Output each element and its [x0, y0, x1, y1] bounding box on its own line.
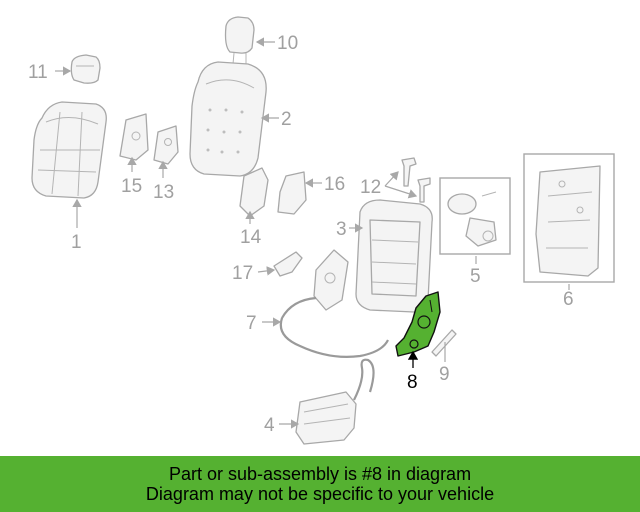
part-12-guides	[401, 157, 431, 203]
part-16-trim	[277, 171, 307, 215]
callout-1: 1	[71, 232, 82, 253]
part-2-seat-pad	[189, 61, 267, 177]
callout-14: 14	[240, 227, 262, 248]
part-3-frame	[355, 199, 433, 313]
part-1-seat-cover	[31, 101, 107, 199]
callout-11: 11	[28, 62, 48, 83]
banner-line-1: Part or sub-assembly is #8 in diagram	[168, 464, 472, 484]
callout-12: 12	[360, 177, 381, 198]
part-11-headrest	[70, 54, 101, 84]
part-13-bracket	[153, 125, 179, 165]
part-10-headrest	[224, 16, 255, 65]
callout-2: 2	[281, 109, 292, 130]
callout-10: 10	[277, 33, 298, 54]
part-8-recliner-highlighted	[395, 291, 441, 357]
callout-15: 15	[121, 176, 142, 197]
callout-17: 17	[232, 263, 253, 284]
callout-13: 13	[153, 182, 174, 203]
part-5-motor-inset	[439, 177, 511, 255]
parts-diagram: 11 1 10 2 15 13 14 16 12 3 17 7 8 9 5 6 …	[28, 16, 615, 445]
callout-5: 5	[470, 266, 481, 287]
callout-16: 16	[324, 174, 345, 195]
part-4-track	[295, 358, 375, 445]
part-14-trim	[239, 167, 269, 217]
callout-8: 8	[407, 372, 418, 393]
part-15-bracket	[119, 113, 149, 161]
part-6-panel-inset	[523, 153, 615, 283]
part-9-rod	[431, 329, 457, 357]
info-banner: Part or sub-assembly is #8 in diagram Di…	[0, 456, 640, 512]
banner-line-2: Diagram may not be specific to your vehi…	[145, 484, 495, 504]
callout-7: 7	[246, 313, 257, 334]
part-17-bracket	[273, 251, 303, 277]
callout-6: 6	[563, 289, 574, 310]
callout-4: 4	[264, 415, 275, 436]
callout-9: 9	[439, 364, 450, 385]
callout-3: 3	[336, 219, 347, 240]
part-7-cable	[279, 249, 389, 358]
